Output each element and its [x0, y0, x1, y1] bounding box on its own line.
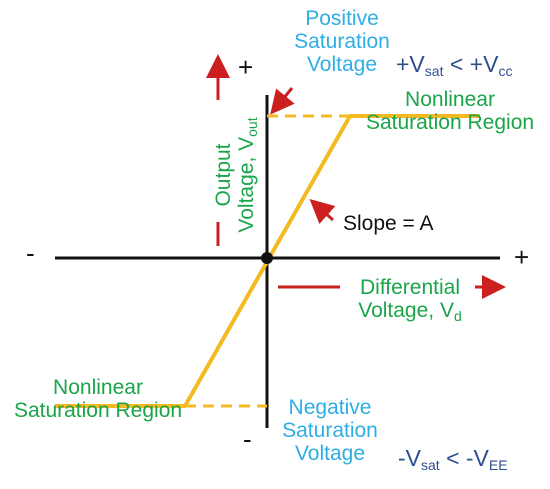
plus-right-sign: +: [514, 242, 530, 272]
plus-top-sign: +: [238, 52, 254, 82]
nonlinear-lower-label: Nonlinear Saturation Region: [13, 376, 183, 423]
differential-voltage-label: Differential Voltage, Vd: [358, 276, 462, 325]
output-voltage-label: Output Voltage, Vout: [211, 117, 260, 233]
minus-left-sign: -: [26, 238, 35, 268]
origin-dot: [261, 252, 273, 264]
vsat-negative-relation: -Vsat < -VEE: [398, 445, 508, 473]
nonlinear-upper-label: Nonlinear Saturation Region: [365, 88, 535, 135]
minus-bottom-sign: -: [243, 424, 252, 454]
vsat-positive-relation: +Vsat < +Vcc: [396, 51, 513, 79]
positive-saturation-pointer: [270, 87, 295, 115]
negative-saturation-label: Negative Saturation Voltage: [282, 396, 378, 466]
slope-pointer: [309, 198, 336, 224]
slope-label: Slope = A: [343, 212, 434, 235]
positive-saturation-label: Positive Saturation Voltage: [294, 7, 390, 77]
